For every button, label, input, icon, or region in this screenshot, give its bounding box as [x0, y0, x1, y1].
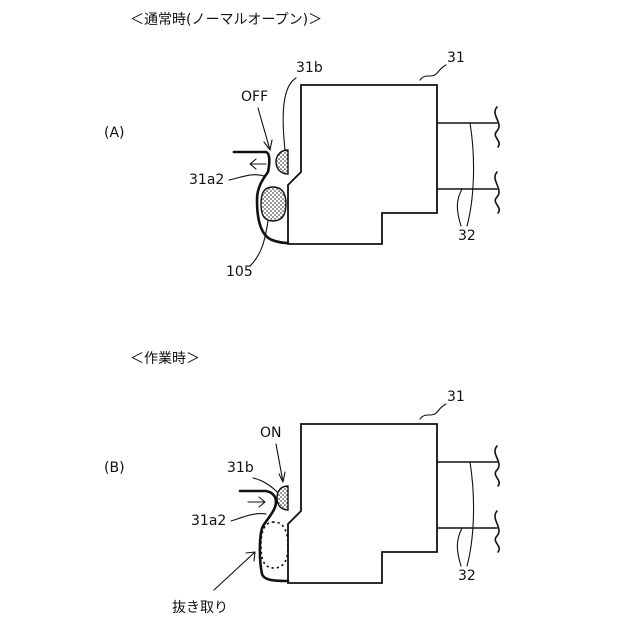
removal-arrow: [214, 552, 255, 590]
contact-31b-b: [277, 486, 288, 510]
panel-a-letter: (A): [104, 125, 125, 141]
left-arrow-a: [250, 159, 266, 169]
component-105: [261, 187, 286, 221]
panel-b-heading: ＜作業時＞: [130, 351, 200, 367]
off-arrow: [258, 108, 272, 150]
label-31a2-b: 31a2: [191, 513, 226, 529]
panel-a-heading: ＜通常時(ノーマルオープン)＞: [130, 12, 322, 28]
panel-b: ＜作業時＞ (B) 31 ON 31b 31a2 抜き取: [104, 351, 499, 616]
label-31b-a: 31b: [296, 60, 323, 76]
switch-body-b: [288, 424, 437, 583]
label-removal: 抜き取り: [172, 600, 228, 616]
right-arrow-b: [248, 497, 265, 507]
label-on: ON: [260, 425, 282, 441]
on-arrow: [276, 444, 285, 482]
label-31-a: 31: [447, 50, 465, 66]
cable-32-b: [437, 446, 499, 552]
leader-32-b: [457, 462, 473, 566]
leader-31a2-a: [229, 175, 264, 180]
label-31a2-a: 31a2: [189, 172, 224, 188]
leader-105: [250, 221, 268, 266]
panel-b-letter: (B): [104, 460, 125, 476]
leader-31b-a: [283, 78, 296, 150]
label-32-b: 32: [458, 568, 476, 584]
label-31-b: 31: [447, 389, 465, 405]
removed-component-outline: [261, 522, 288, 568]
switch-body-a: [288, 85, 437, 244]
contact-31b-a: [276, 150, 288, 174]
label-32-a: 32: [458, 228, 476, 244]
leader-32-a: [457, 123, 473, 226]
cable-32-a: [437, 107, 499, 213]
panel-a: ＜通常時(ノーマルオープン)＞ (A) 31 31b OFF 31a2: [104, 12, 499, 280]
leader-31-a: [420, 65, 446, 80]
label-31b-b: 31b: [227, 460, 254, 476]
label-105: 105: [226, 264, 253, 280]
leader-31-b: [420, 404, 446, 419]
label-off: OFF: [241, 89, 268, 105]
leader-31a2-b: [231, 514, 266, 521]
